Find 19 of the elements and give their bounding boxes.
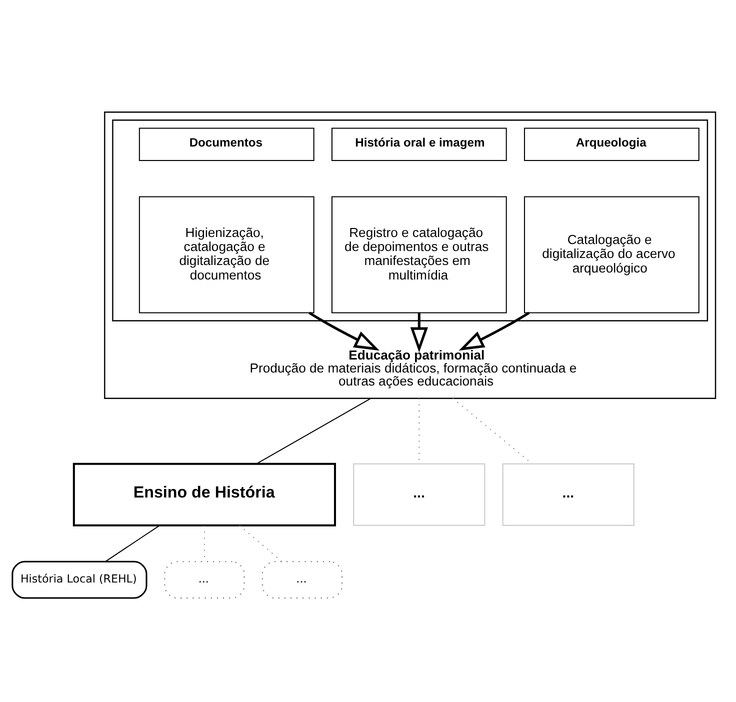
node-box: Documentos [138,128,314,161]
node-box: ... [262,561,343,598]
node-box: História oral e imagem [331,128,507,161]
node-box: ... [353,463,486,526]
node-box: Ensino de História [72,462,336,526]
node-box: Arqueologia [524,128,700,161]
node-box: Registro e catalogação de depoimentos e outras manifestações em multimídia [331,196,507,314]
arrow [410,312,428,353]
arrow [458,312,530,351]
connector [105,525,160,562]
node-box: Catalogação e digitalização do acervo arqueológico [524,196,700,314]
node-box: ... [502,463,634,526]
node-box: História Local (REHL) [12,560,148,599]
cluster [112,120,708,322]
node-box: Higienização, catalogação e digitalização de documentos [138,196,314,314]
connector [256,398,372,464]
node-box: ... [164,561,245,598]
arrow [308,312,380,351]
connector [239,525,282,562]
